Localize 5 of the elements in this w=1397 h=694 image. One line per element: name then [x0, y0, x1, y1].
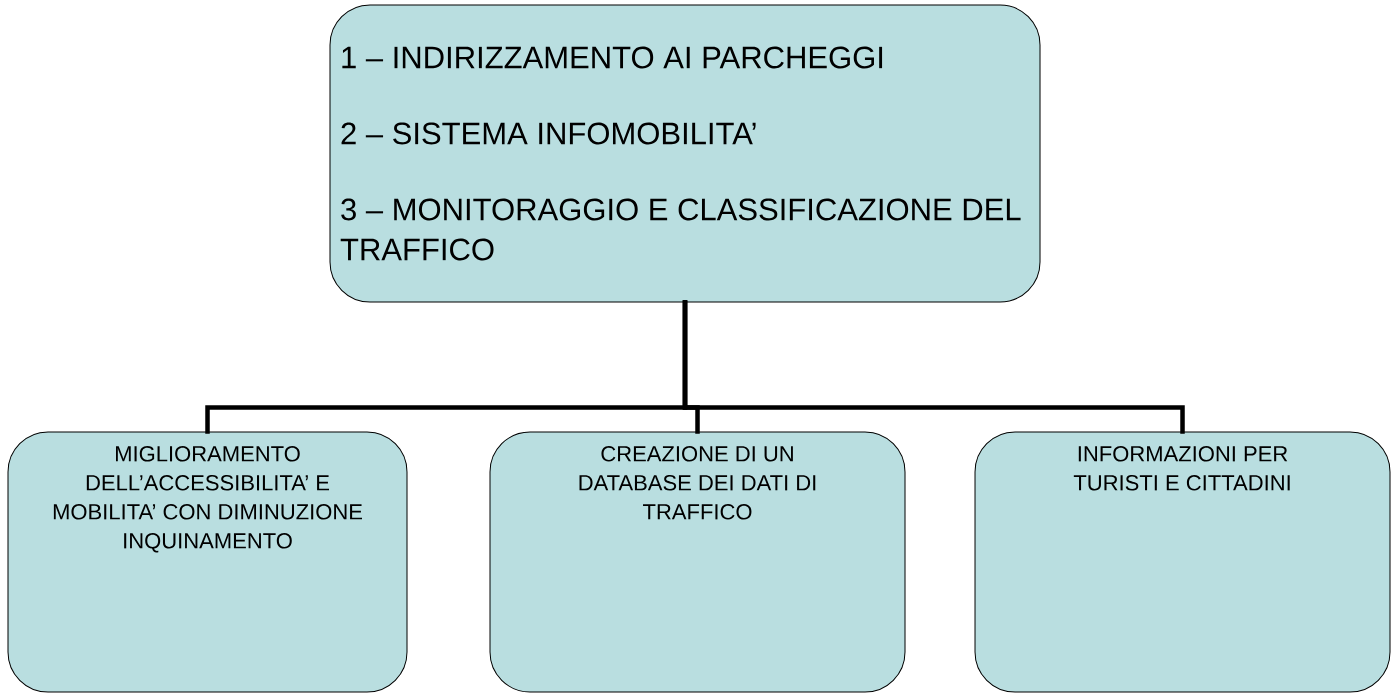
connector-line [682, 300, 1185, 434]
process-box: INFORMAZIONI PER TURISTI E CITTADINI [974, 431, 1391, 693]
process-box: MIGLIORAMENTO DELL’ACCESSIBILITA’ E MOBILITA’ CON DIMINUZIONE INQUINAMENTO [7, 431, 408, 693]
process-box: 1 – INDIRIZZAMENTO AI PARCHEGGI 2 – SISTEMA INFOMOBILITA’ 3 – MONITORAGGIO E CLASSIFICAZIONE DEL TRAFFICO [329, 4, 1041, 303]
process-box: CREAZIONE DI UN DATABASE DEI DATI DI TRAFFICO [489, 431, 906, 693]
